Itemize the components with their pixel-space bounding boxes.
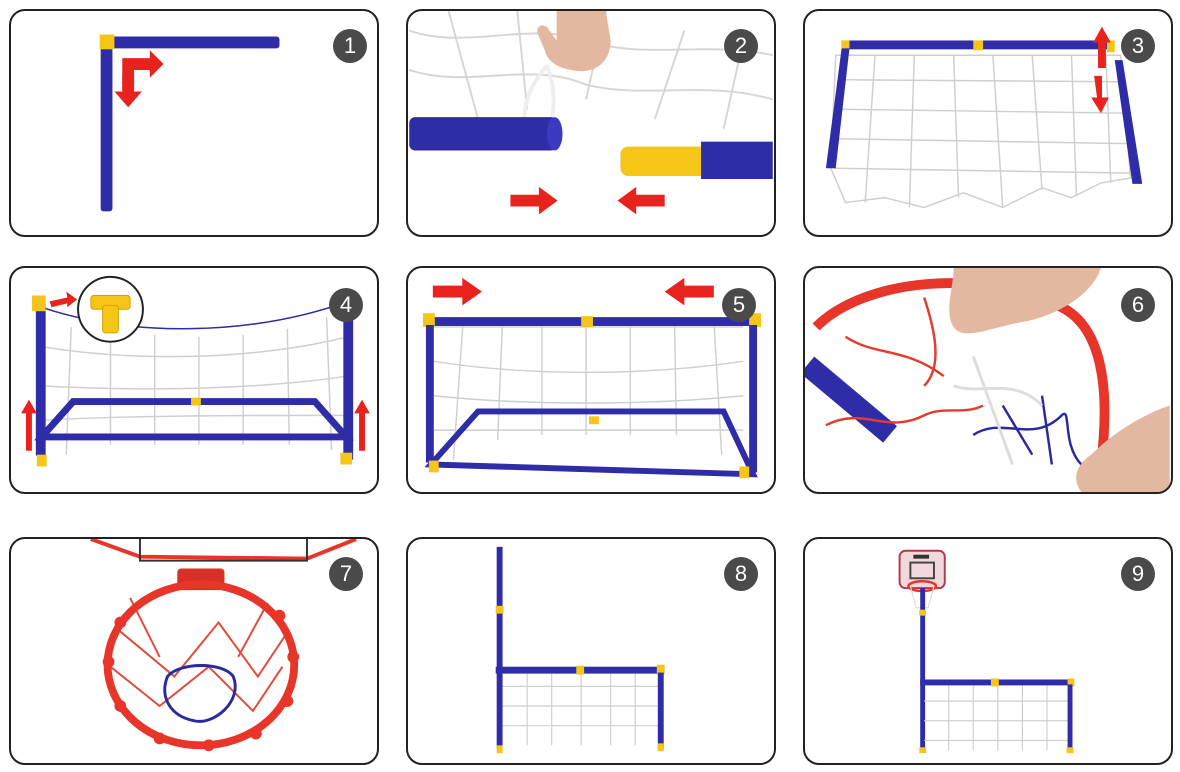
blue-net — [972, 395, 1083, 466]
step-2-illustration — [408, 11, 774, 215]
right-post — [1067, 684, 1073, 752]
step-4-panel: 4 — [9, 266, 379, 494]
step-number-badge: 2 — [724, 29, 758, 63]
base-frame — [34, 398, 354, 441]
step-5-panel: 5 — [406, 266, 776, 494]
right-post — [749, 324, 758, 473]
net-mesh — [109, 597, 289, 713]
step-9-illustration — [898, 549, 1075, 754]
step-6-illustration — [805, 268, 1170, 492]
up-down-arrow-icon — [1091, 26, 1111, 114]
step-number-badge: 7 — [329, 557, 363, 591]
step-number-badge: 4 — [329, 288, 363, 322]
net-mesh — [924, 684, 1070, 751]
net-mesh — [825, 297, 984, 427]
pole — [920, 588, 926, 752]
pipe-left — [409, 117, 557, 151]
step-number-badge: 3 — [1121, 29, 1155, 63]
connect-arrow-icon — [114, 50, 164, 108]
step-3-illustration — [825, 26, 1143, 209]
arrow-left-icon — [664, 277, 714, 306]
hand-icon — [517, 11, 611, 72]
right-post — [657, 672, 664, 750]
hand-icon — [949, 268, 1170, 492]
step-7-panel: 7 — [9, 537, 379, 765]
backboard-edge — [90, 539, 357, 561]
step-1-panel: 1 — [9, 9, 379, 237]
step-3-panel: 3 — [803, 9, 1173, 237]
joint-mid — [581, 316, 593, 327]
hoop-hooks — [102, 609, 300, 752]
left-post — [825, 48, 850, 169]
elbow-joint — [99, 34, 115, 50]
pole — [496, 546, 503, 749]
vertical-pipe — [100, 40, 113, 212]
arrow-up-icon — [21, 399, 370, 451]
arrow-right-icon — [432, 277, 482, 306]
pipe — [805, 356, 898, 443]
step-7-illustration — [90, 539, 357, 752]
step-6-panel: 6 — [803, 266, 1173, 494]
arrow-right-icon — [510, 186, 558, 215]
step-8-panel: 8 — [406, 537, 776, 765]
step-1-illustration — [99, 34, 280, 212]
base-frame — [424, 408, 758, 478]
blue-net — [163, 664, 237, 723]
joint-mid — [973, 40, 984, 51]
step-number-badge: 5 — [722, 288, 756, 322]
right-post — [1114, 60, 1143, 184]
net-mesh — [830, 54, 1132, 209]
net-mesh — [501, 671, 660, 746]
step-5-illustration — [423, 277, 761, 479]
t-joint-icon — [90, 295, 131, 334]
step-number-badge: 1 — [333, 29, 367, 63]
step-number-badge: 9 — [1121, 557, 1155, 591]
right-post — [343, 297, 354, 460]
arrow-right-icon — [49, 291, 78, 308]
step-number-badge: 8 — [724, 557, 758, 591]
backboard-frame — [138, 539, 308, 562]
step-2-panel: 2 — [406, 9, 776, 237]
step-9-panel: 9 — [803, 537, 1173, 765]
step-number-badge: 6 — [1121, 288, 1155, 322]
pipe-right — [701, 141, 773, 179]
left-post — [35, 303, 46, 456]
joint-connector — [620, 146, 709, 177]
step-4-illustration — [21, 275, 370, 467]
step-8-illustration — [495, 546, 665, 754]
horizontal-pipe — [101, 36, 280, 49]
net-mesh — [433, 319, 744, 460]
arrow-left-icon — [617, 186, 665, 215]
left-post — [425, 324, 434, 463]
t-joint — [31, 295, 46, 312]
